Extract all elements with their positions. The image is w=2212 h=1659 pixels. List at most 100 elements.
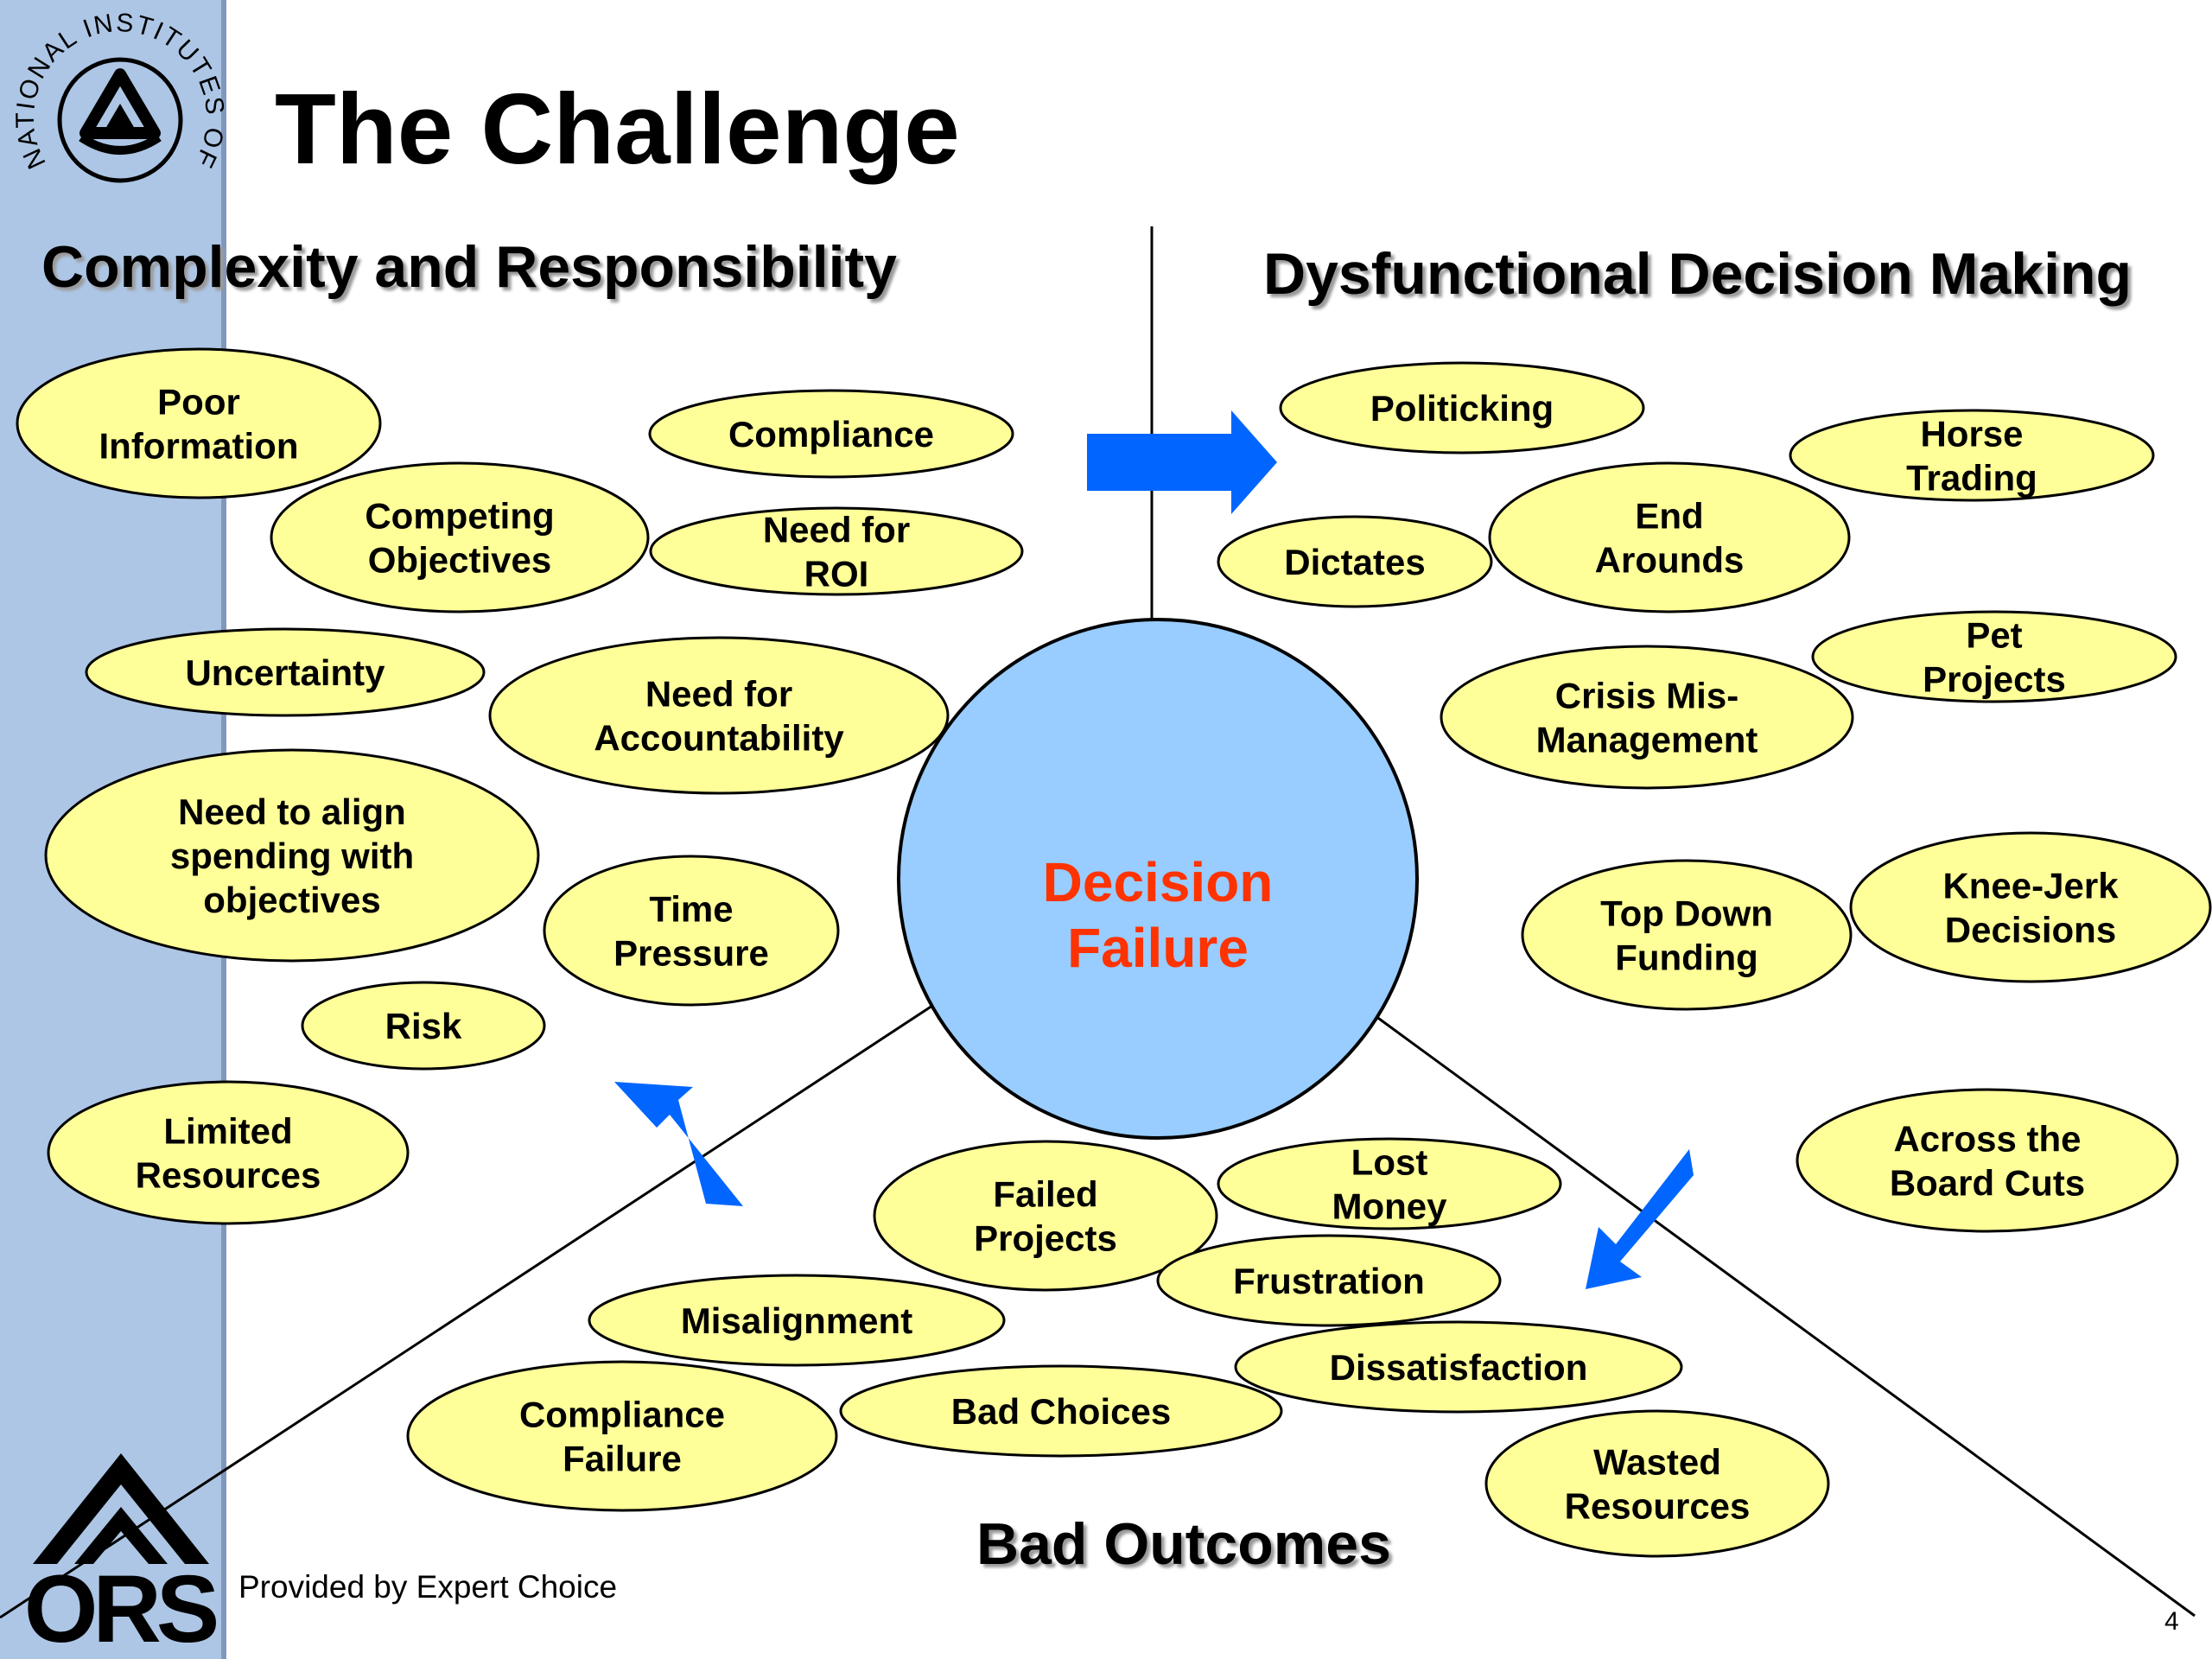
bubble-label: Politicking <box>1370 388 1554 429</box>
text-line: ROI <box>804 554 869 594</box>
text-line: Resources <box>1565 1486 1751 1527</box>
text-line: spending with <box>170 836 414 876</box>
text-line: End <box>1635 496 1703 537</box>
bubble-shape <box>406 1360 838 1512</box>
bubble-label: Frustration <box>1233 1261 1425 1301</box>
text-line: Need for <box>763 510 910 550</box>
bubble-shape <box>1156 1234 1502 1327</box>
bubble-shape <box>44 748 540 963</box>
text-line: Time <box>649 889 733 930</box>
text-line: Decisions <box>1945 910 2116 950</box>
text-line: Bad Choices <box>951 1391 1171 1432</box>
text-line: Lost <box>1351 1142 1428 1183</box>
decision-failure-circle <box>897 618 1419 1140</box>
arrow-downleft-icon <box>1586 1149 1694 1289</box>
text-line: Uncertainty <box>185 652 385 693</box>
page-title: The Challenge <box>275 73 960 185</box>
text-line: Knee-Jerk <box>1942 866 2119 906</box>
text-line: Horse <box>1920 414 2023 454</box>
left-bubble: Compliance <box>648 389 1014 479</box>
text-line: Compliance <box>519 1395 725 1435</box>
text-line: Arounds <box>1595 540 1745 581</box>
text-line: Risk <box>385 1006 462 1046</box>
ors-logo: ORS <box>24 1453 222 1650</box>
text-line: Need for <box>645 674 792 715</box>
bubble-shape <box>1796 1088 2179 1233</box>
bubble-shape <box>301 981 546 1071</box>
text-line: objectives <box>203 880 380 920</box>
bubble-label: Misalignment <box>681 1300 912 1341</box>
divider-left-diagonal <box>0 1002 936 1619</box>
bottom-bubble: Misalignment <box>588 1274 1006 1367</box>
text-line: Accountability <box>594 718 844 759</box>
text-line: Failure <box>1067 917 1249 979</box>
text-line: Misalignment <box>681 1300 912 1341</box>
bubble-shape <box>16 347 382 499</box>
text-line: Funding <box>1615 938 1758 978</box>
text-line: Pet <box>1966 615 2022 656</box>
bubble-shape <box>1811 610 2177 703</box>
bubble-shape <box>648 389 1014 479</box>
text-line: Trading <box>1906 458 2037 499</box>
bubble-shape <box>1849 831 2212 983</box>
ors-logo-text: ORS <box>24 1556 217 1650</box>
text-line: Pressure <box>613 933 769 974</box>
bubble-shape <box>1234 1320 1683 1414</box>
bubble-shape <box>649 506 1024 596</box>
text-line: Limited <box>163 1111 292 1152</box>
arrow-upleft-icon <box>614 1082 743 1206</box>
text-line: Objectives <box>368 540 551 581</box>
bubble-shape <box>1484 1409 1830 1558</box>
bottom-bubble: Dissatisfaction <box>1234 1320 1683 1414</box>
bubble-label: Bad Choices <box>951 1391 1171 1432</box>
heading-outcomes: Bad Outcomes <box>976 1511 1391 1577</box>
bubble-shape <box>270 461 650 613</box>
text-line: Resources <box>136 1155 321 1196</box>
bubble-shape <box>873 1140 1218 1292</box>
footer-credit: Provided by Expert Choice <box>238 1569 618 1605</box>
right-bubble: Dictates <box>1217 515 1493 608</box>
page-number: 4 <box>2164 1607 2179 1636</box>
bubble-label: Crisis Mis-Management <box>1536 676 1758 760</box>
right-bubble: Crisis Mis-Management <box>1440 645 1854 790</box>
bubble-label: Uncertainty <box>185 652 385 693</box>
bubble-shape <box>85 627 486 717</box>
bubble-shape <box>839 1364 1283 1458</box>
text-line: Information <box>99 426 299 467</box>
text-line: Across the <box>1893 1119 2081 1160</box>
bubble-shape <box>47 1080 410 1225</box>
bubble-label: Dictates <box>1284 542 1425 582</box>
text-line: Projects <box>974 1218 1117 1259</box>
bubble-label: Compliance <box>728 414 934 454</box>
text-line: Failure <box>563 1439 682 1479</box>
text-line: Failed <box>993 1174 1097 1215</box>
text-line: Dictates <box>1284 542 1425 582</box>
